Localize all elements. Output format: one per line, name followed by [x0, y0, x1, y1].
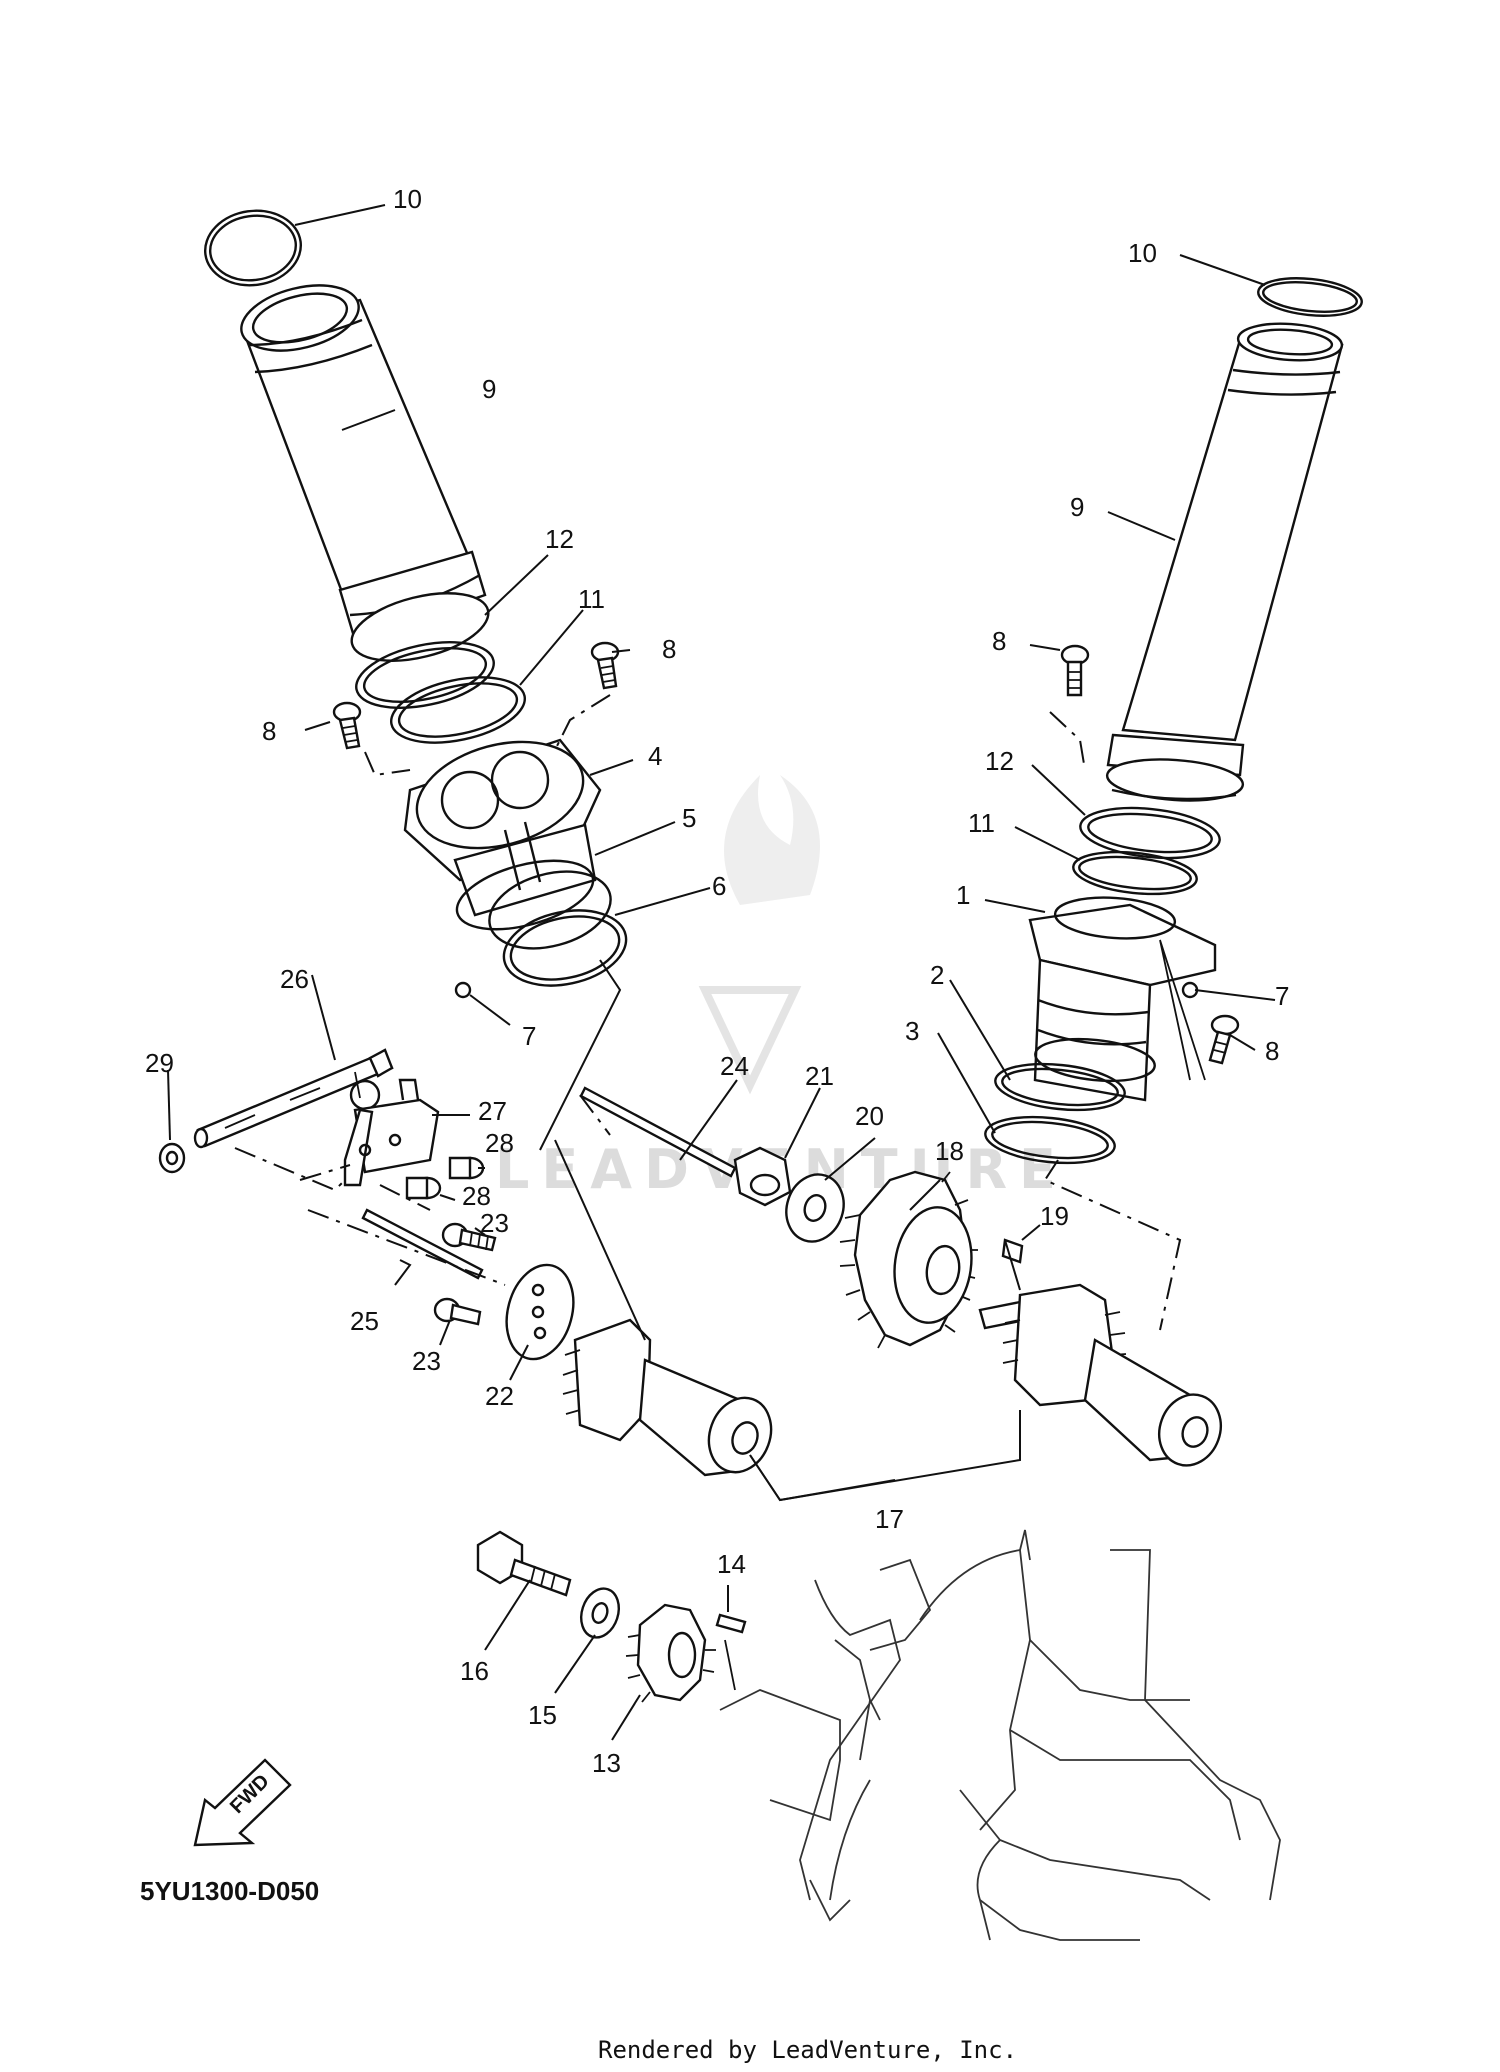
callout-7-left: 7 — [522, 1021, 536, 1051]
bolt-8-left-b — [332, 701, 362, 750]
callouts: 10 9 12 11 8 8 4 5 6 7 10 9 8 12 11 1 2 … — [145, 184, 1289, 1778]
gear-13 — [625, 1603, 716, 1703]
housing-4 — [403, 738, 602, 931]
callout-5: 5 — [682, 803, 696, 833]
plate-22 — [505, 1263, 575, 1361]
ring-12-left — [355, 641, 495, 709]
callout-8-right-a: 8 — [992, 626, 1006, 656]
bolt-16 — [476, 1530, 572, 1597]
callout-13: 13 — [592, 1748, 621, 1778]
right-tube-assembly — [984, 277, 1363, 1331]
shaft-26 — [193, 1048, 394, 1149]
drive-gear-set — [476, 1530, 747, 1703]
o-ring-5 — [488, 870, 612, 950]
o-ring-10-right — [1257, 277, 1363, 317]
o-ring-2 — [994, 1062, 1126, 1112]
gear-18 — [839, 1170, 978, 1349]
callout-20: 20 — [855, 1101, 884, 1131]
fwd-arrow-icon: FWD — [193, 1758, 292, 1847]
callout-12-left: 12 — [545, 524, 574, 554]
bracket-27 — [343, 1078, 440, 1187]
camshaft-17-left — [562, 1318, 773, 1477]
callout-8-right-b: 8 — [1265, 1036, 1279, 1066]
callout-19: 19 — [1040, 1201, 1069, 1231]
nut-21 — [733, 1146, 792, 1207]
tube-9-right — [1105, 322, 1344, 802]
callout-23-b: 23 — [412, 1346, 441, 1376]
bolt-8-right-b — [1208, 1014, 1240, 1065]
callout-24: 24 — [720, 1051, 749, 1081]
callout-6: 6 — [712, 871, 726, 901]
key-19 — [1001, 1238, 1024, 1264]
camshaft-assembly — [539, 959, 1222, 1477]
bolt-23-b — [433, 1297, 482, 1326]
callout-25: 25 — [350, 1306, 379, 1336]
callout-9-right: 9 — [1070, 492, 1084, 522]
callout-4: 4 — [648, 741, 662, 771]
callout-11-right: 11 — [968, 808, 995, 838]
callout-12-right: 12 — [985, 746, 1014, 776]
callout-28-a: 28 — [485, 1128, 514, 1158]
render-credit: Rendered by LeadVenture, Inc. — [598, 2036, 1017, 2064]
washer-20 — [785, 1173, 845, 1243]
callout-21: 21 — [805, 1061, 834, 1091]
bolt-8-right-a — [1060, 644, 1090, 697]
tube-9-left — [240, 284, 490, 662]
bolt-8-left-a — [590, 641, 620, 690]
clip-7-right — [1181, 981, 1199, 999]
callout-8-left-b: 8 — [262, 716, 276, 746]
callout-11-left: 11 — [578, 584, 605, 614]
left-tube-assembly — [203, 209, 628, 999]
crankcase-outline — [719, 1529, 1281, 1941]
washer-29 — [158, 1142, 186, 1174]
callout-27: 27 — [478, 1096, 507, 1126]
o-ring-10-left — [203, 209, 303, 287]
callout-10-right: 10 — [1128, 238, 1157, 268]
ring-12-right — [1079, 806, 1221, 860]
washer-15 — [580, 1587, 620, 1639]
camshaft-17-right — [978, 1283, 1222, 1467]
o-ring-6 — [502, 909, 628, 987]
bolt-28-a — [448, 1156, 485, 1180]
o-ring-11-right — [1072, 850, 1198, 896]
o-ring-11-left — [389, 676, 527, 744]
bolt-23-a — [441, 1222, 497, 1252]
callout-18: 18 — [935, 1136, 964, 1166]
diagram-code: 5YU1300-D050 — [140, 1876, 319, 1906]
callout-26: 26 — [280, 964, 309, 994]
callout-17: 17 — [875, 1504, 904, 1534]
callout-23-a: 23 — [480, 1208, 509, 1238]
o-ring-3 — [984, 1115, 1116, 1165]
callout-3: 3 — [905, 1016, 919, 1046]
callout-2: 2 — [930, 960, 944, 990]
callout-29: 29 — [145, 1048, 174, 1078]
bolt-28-b — [405, 1176, 442, 1200]
callout-7-right: 7 — [1275, 981, 1289, 1011]
shift-mechanism — [158, 1048, 575, 1361]
callout-22: 22 — [485, 1381, 514, 1411]
leader-lines — [167, 204, 1276, 1741]
shaft-25 — [361, 1208, 484, 1280]
callout-1: 1 — [956, 880, 970, 910]
callout-10-left: 10 — [393, 184, 422, 214]
callout-9-left: 9 — [482, 374, 496, 404]
shaft-24 — [579, 1086, 737, 1178]
key-14 — [715, 1613, 747, 1634]
callout-8-left-a: 8 — [662, 634, 676, 664]
callout-28-b: 28 — [462, 1181, 491, 1211]
callout-15: 15 — [528, 1700, 557, 1730]
clip-7-left — [454, 981, 472, 999]
callout-14: 14 — [717, 1549, 746, 1579]
callout-16: 16 — [460, 1656, 489, 1686]
